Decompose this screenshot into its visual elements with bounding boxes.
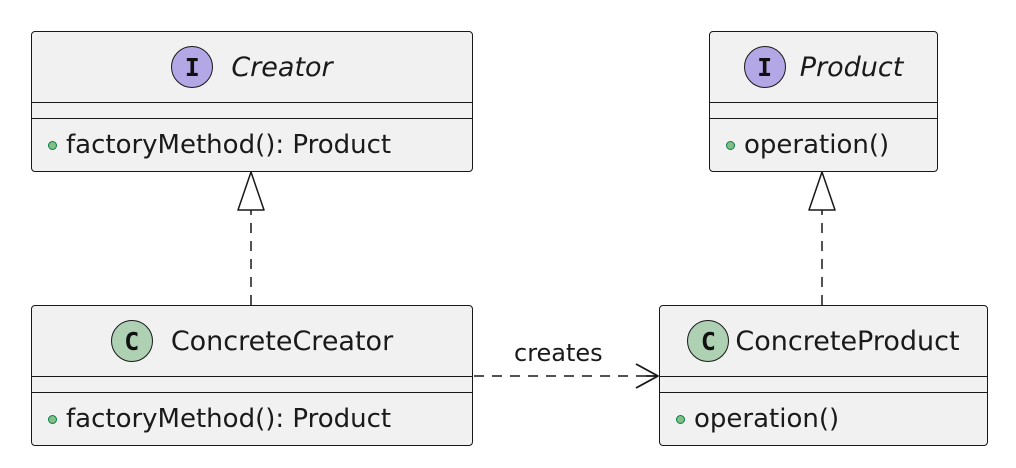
public-visibility-icon [48, 140, 57, 150]
concrete-creator-separator-1 [32, 376, 472, 377]
concrete-creator-separator-2 [32, 392, 472, 393]
realization-arrowhead-product [808, 171, 836, 211]
realization-arrowhead-creator [237, 171, 265, 211]
interface-icon: I [171, 46, 214, 88]
concrete-product-header: C ConcreteProduct [660, 306, 987, 376]
creator-separator-1 [32, 102, 472, 103]
creator-name: Creator [231, 51, 333, 83]
concrete-creator-class-box[interactable]: C ConcreteCreator factoryMethod(): Produ… [31, 305, 473, 446]
creator-header: I Creator [32, 32, 472, 102]
product-methods: operation() [710, 119, 937, 171]
creator-methods: factoryMethod(): Product [32, 119, 472, 171]
interface-icon: I [743, 46, 786, 88]
concrete-creator-method: factoryMethod(): Product [66, 404, 392, 434]
product-header: I Product [710, 32, 937, 102]
creator-separator-2 [32, 118, 472, 119]
public-visibility-icon [726, 140, 735, 150]
class-icon: C [687, 320, 730, 362]
product-separator-2 [710, 118, 937, 119]
concrete-creator-header: C ConcreteCreator [32, 306, 472, 376]
product-method: operation() [744, 130, 890, 160]
product-separator-1 [710, 102, 937, 103]
concrete-creator-methods: factoryMethod(): Product [32, 393, 472, 445]
creates-label: creates [514, 339, 603, 367]
concrete-product-separator-1 [660, 376, 987, 377]
public-visibility-icon [48, 414, 57, 424]
concrete-creator-name: ConcreteCreator [170, 325, 394, 357]
creator-method: factoryMethod(): Product [66, 130, 392, 160]
public-visibility-icon [676, 414, 685, 424]
product-name: Product [799, 51, 904, 83]
concrete-product-methods: operation() [660, 393, 987, 445]
concrete-product-class-box[interactable]: C ConcreteProduct operation() [659, 305, 988, 446]
product-interface-box[interactable]: I Product operation() [709, 31, 938, 172]
concrete-product-name: ConcreteProduct [735, 325, 960, 357]
concrete-product-separator-2 [660, 392, 987, 393]
creator-interface-box[interactable]: I Creator factoryMethod(): Product [31, 31, 473, 172]
concrete-product-method: operation() [694, 404, 840, 434]
class-icon: C [110, 320, 153, 362]
